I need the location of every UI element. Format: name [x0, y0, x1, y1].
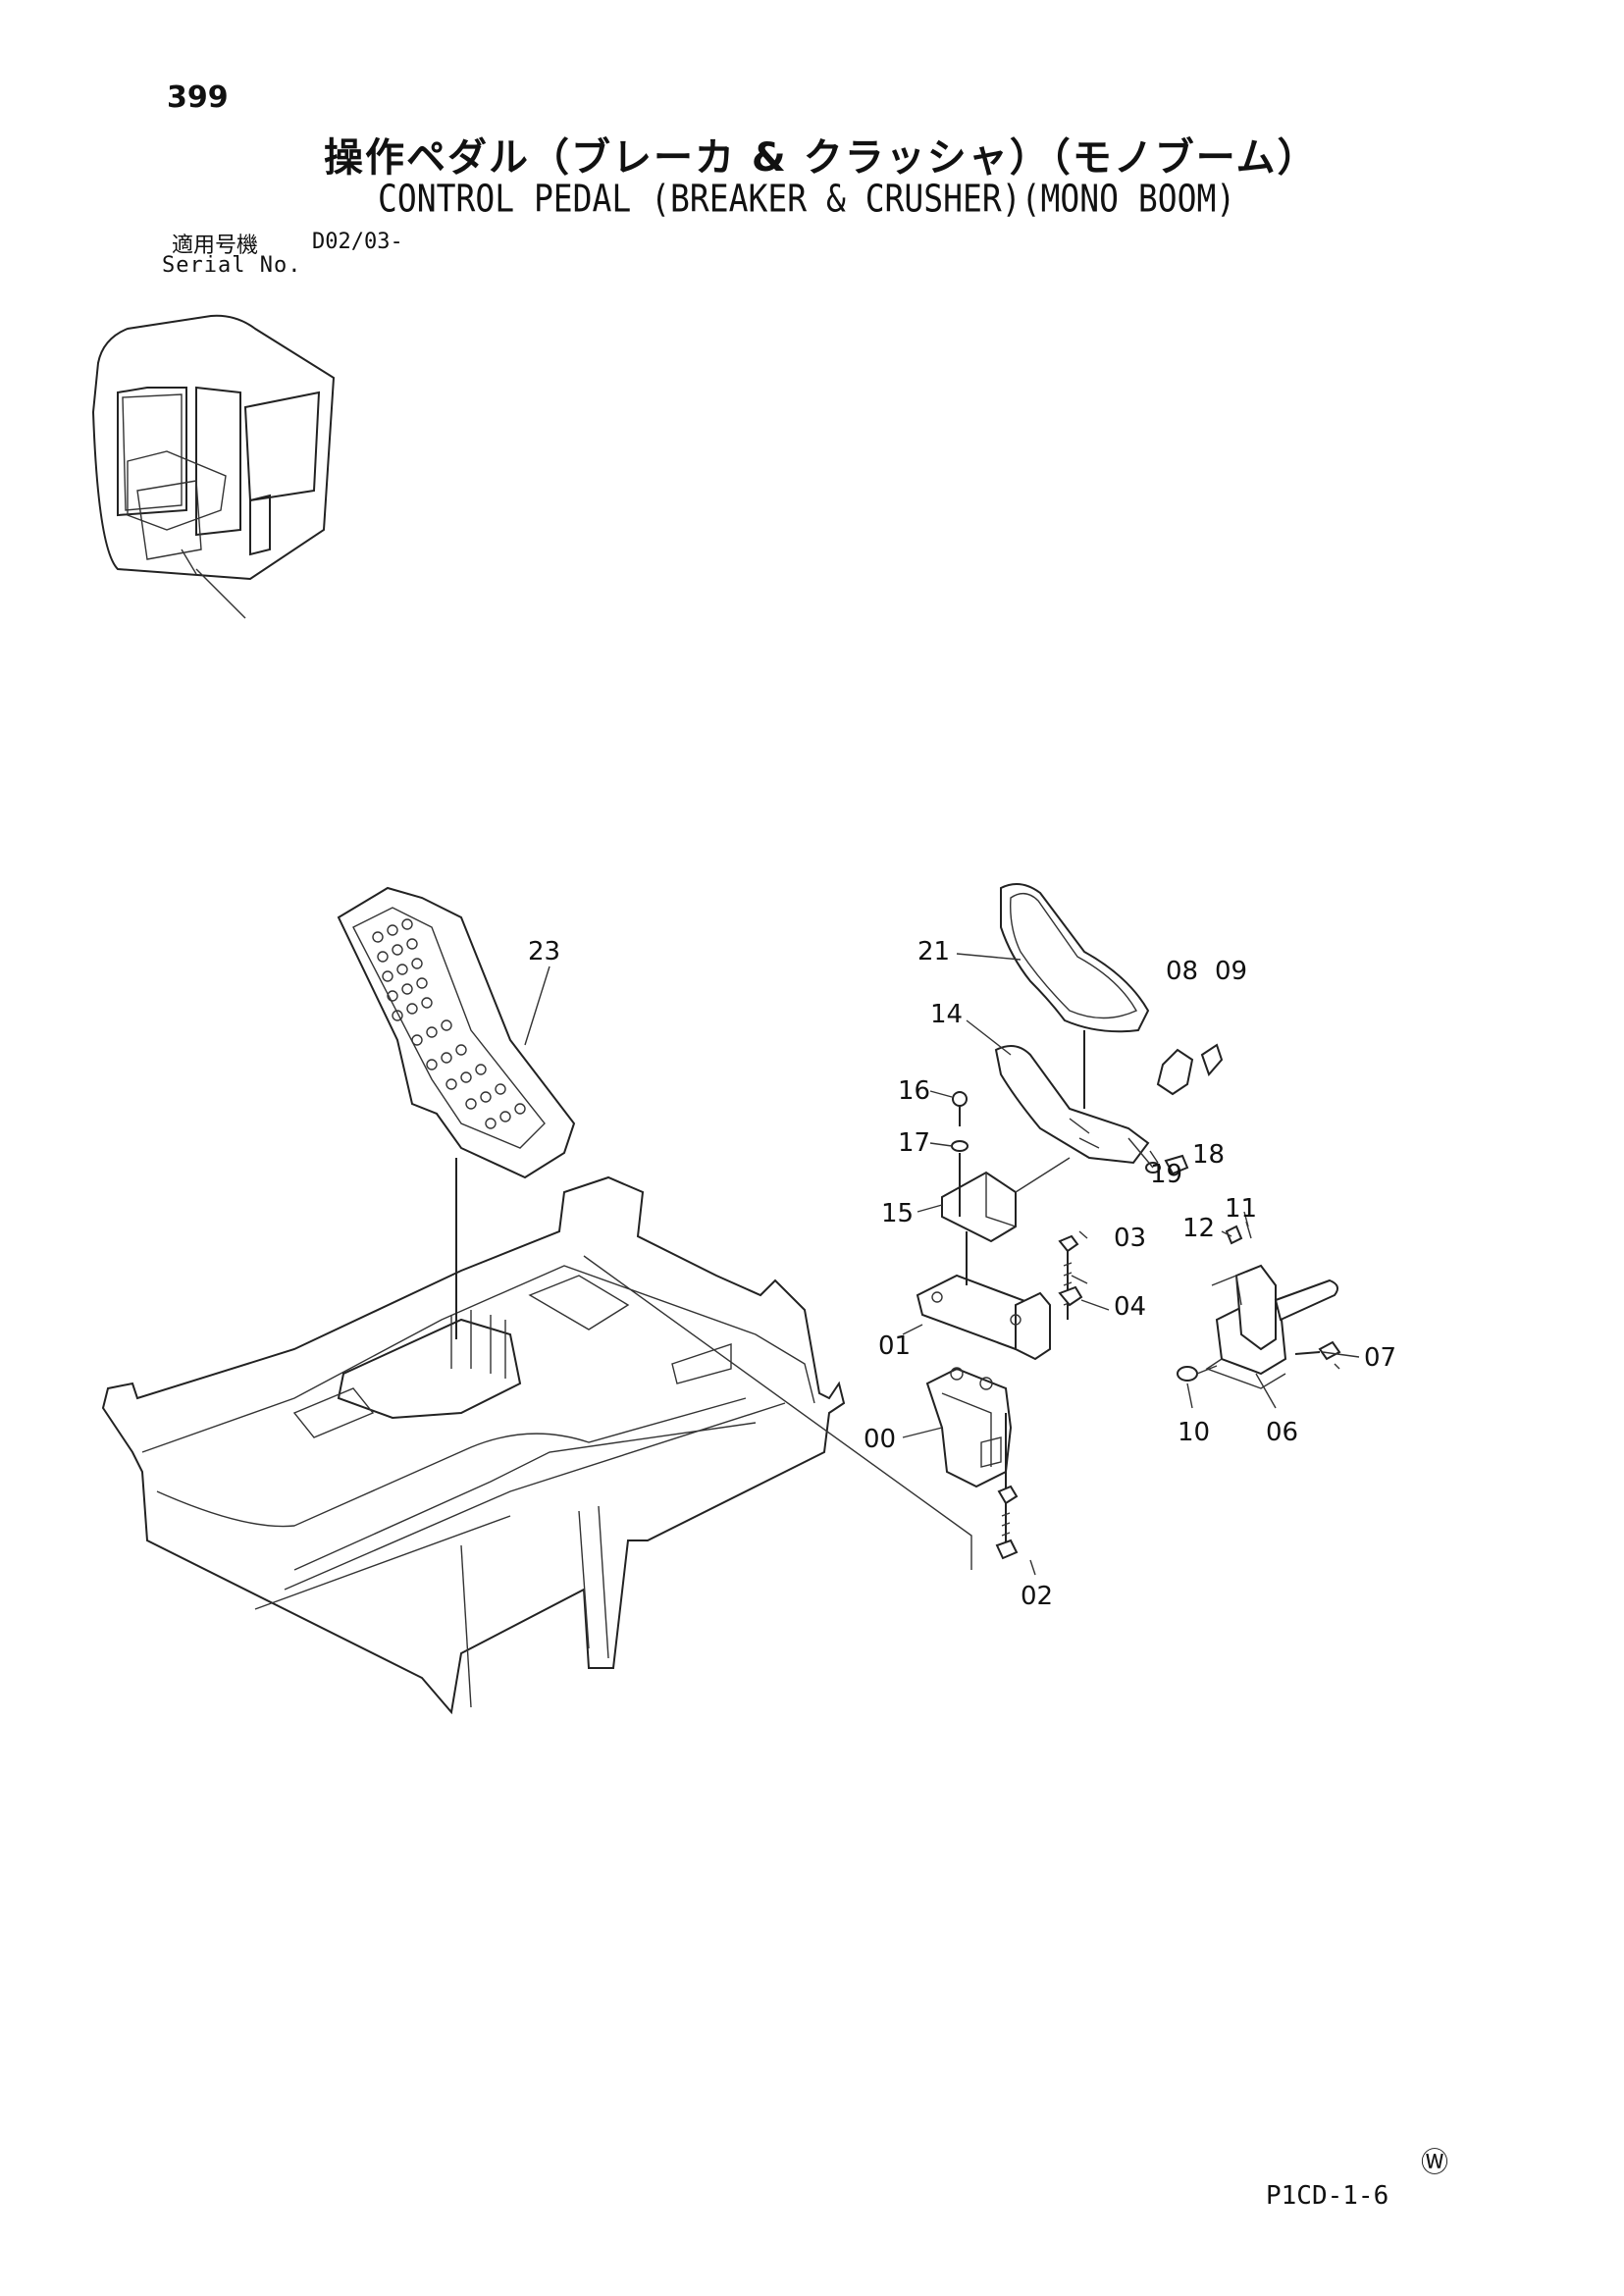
title-japanese: 操作ペダル（ブレーカ & クラッシャ）（モノブーム）: [324, 135, 1319, 181]
callout-16: 16: [898, 1076, 930, 1106]
callout-14: 14: [930, 1000, 963, 1029]
callout-17: 17: [898, 1128, 930, 1158]
callout-21: 21: [917, 937, 950, 966]
serial-value: D02/03-: [312, 230, 403, 254]
callout-18: 18: [1192, 1140, 1225, 1170]
pedal-pad-21: [1000, 883, 1150, 1033]
callout-23: 23: [528, 937, 560, 966]
callout-09: 09: [1215, 957, 1247, 986]
bolt-03-nut-04: [1058, 1234, 1083, 1320]
callout-19: 19: [1150, 1160, 1182, 1189]
callout-00: 00: [864, 1425, 896, 1454]
callout-08: 08: [1166, 957, 1198, 986]
callout-03: 03: [1114, 1224, 1146, 1253]
title-english: CONTROL PEDAL (BREAKER & CRUSHER)(MONO B…: [378, 177, 1236, 221]
bracket-15: [941, 1091, 1071, 1243]
assembly-leader: [583, 1255, 972, 1570]
callouts: 23 21 08 09 14 16 17 15 19 18 03 12 11 0…: [528, 937, 1396, 1611]
figure-code: P1CD-1-6: [1266, 2181, 1389, 2211]
callout-11: 11: [1225, 1194, 1257, 1224]
serial-label-english: Serial No.: [162, 253, 302, 278]
callout-07: 07: [1364, 1343, 1396, 1373]
pedal-valve-00: [925, 1367, 1019, 1560]
w-symbol: Ⓦ: [1421, 2146, 1449, 2178]
pedal-23: [337, 886, 576, 1339]
small-parts-08-09-18-19: [1127, 1043, 1224, 1175]
plate-01: [916, 1231, 1051, 1361]
floor-plate: [101, 1175, 846, 1715]
callout-15: 15: [881, 1199, 914, 1228]
callout-10: 10: [1178, 1418, 1210, 1447]
serial-label-japanese: 適用号機: [172, 234, 259, 258]
callout-12: 12: [1182, 1214, 1215, 1243]
pedal-support-06: [1177, 1221, 1341, 1389]
page-number: 399: [167, 80, 229, 115]
callout-02: 02: [1021, 1582, 1053, 1611]
callout-01: 01: [878, 1331, 911, 1361]
cab-thumbnail: [91, 314, 336, 619]
callout-06: 06: [1266, 1418, 1298, 1447]
pedal-arm-14: [994, 1030, 1150, 1165]
callout-04: 04: [1114, 1292, 1146, 1322]
callout-leaders: [524, 953, 1360, 1576]
